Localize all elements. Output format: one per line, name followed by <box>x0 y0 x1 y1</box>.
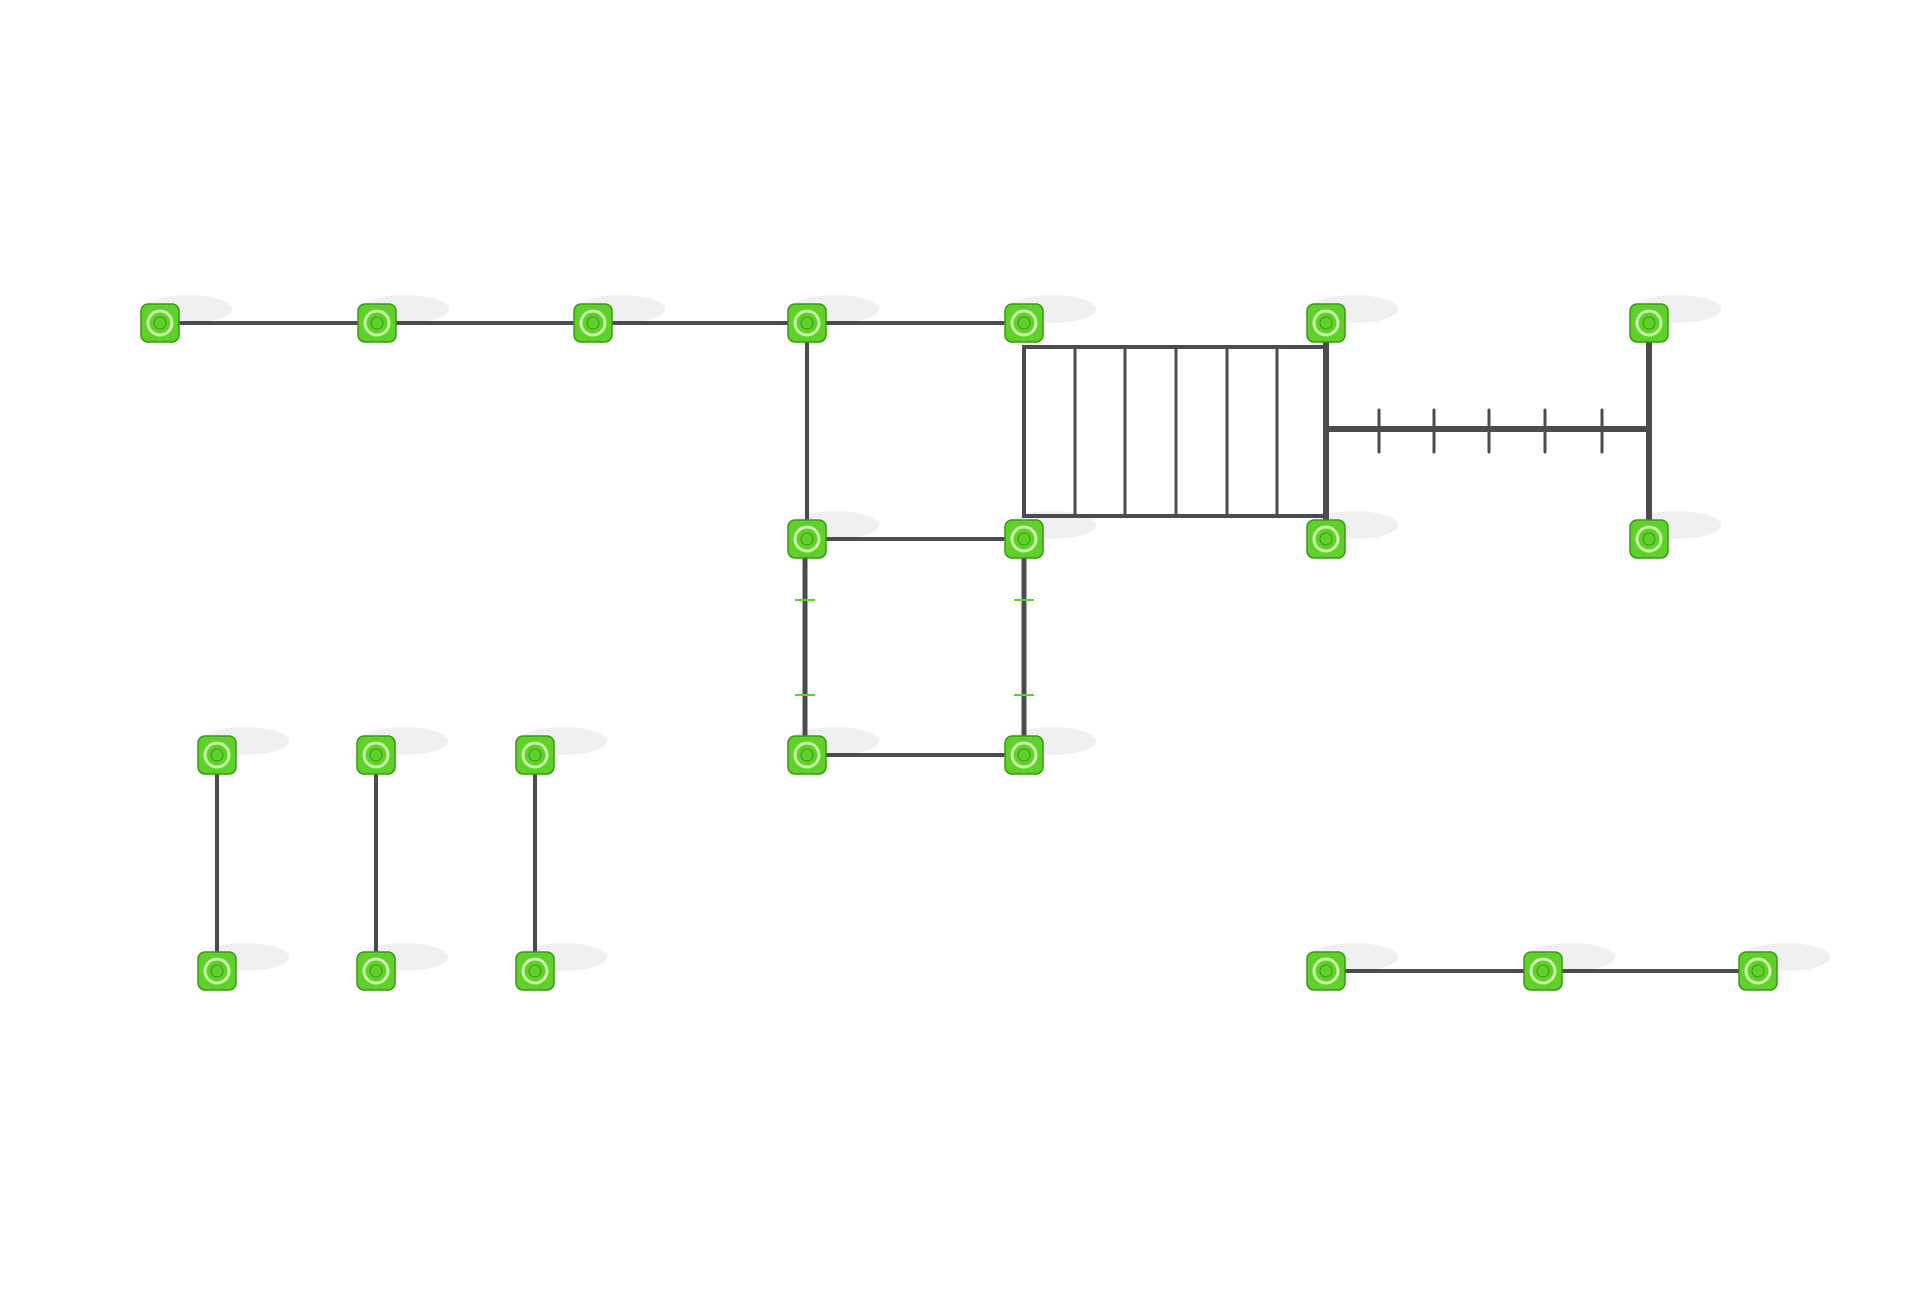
post-center <box>153 316 167 330</box>
post-center <box>370 316 384 330</box>
post-ring <box>203 741 231 769</box>
post-cap-icon <box>1306 303 1346 343</box>
post-ring <box>203 957 231 985</box>
post-center <box>800 316 814 330</box>
post-ring <box>793 741 821 769</box>
post-cap-icon <box>787 519 827 559</box>
post-center <box>210 748 224 762</box>
post-center <box>528 748 542 762</box>
post-ring <box>1529 957 1557 985</box>
post-ring <box>1010 309 1038 337</box>
post-cap-icon <box>1004 519 1044 559</box>
post-ring <box>362 957 390 985</box>
post-center <box>1017 316 1031 330</box>
post-cap-icon <box>1004 303 1044 343</box>
post-ring <box>362 741 390 769</box>
post-cap-icon <box>197 735 237 775</box>
post-center <box>1017 748 1031 762</box>
post-cap-icon <box>1306 519 1346 559</box>
post-layer <box>140 303 1778 991</box>
post-ring <box>1744 957 1772 985</box>
post-ring <box>146 309 174 337</box>
post-center <box>1319 316 1333 330</box>
post-ring <box>1312 525 1340 553</box>
post-cap-icon <box>140 303 180 343</box>
post-cap-icon <box>1004 735 1044 775</box>
post-cap-icon <box>515 735 555 775</box>
post-cap-icon <box>1306 951 1346 991</box>
post-cap-icon <box>197 951 237 991</box>
post-ring <box>521 957 549 985</box>
post-center <box>369 964 383 978</box>
post-center <box>800 532 814 546</box>
post-ring <box>1010 525 1038 553</box>
post-cap-icon <box>1523 951 1563 991</box>
post-center <box>1017 532 1031 546</box>
post-center <box>1319 964 1333 978</box>
post-center <box>210 964 224 978</box>
post-center <box>1642 532 1656 546</box>
post-cap-icon <box>1738 951 1778 991</box>
post-center <box>1319 532 1333 546</box>
post-ring <box>1635 309 1663 337</box>
post-ring <box>1010 741 1038 769</box>
post-cap-icon <box>1629 303 1669 343</box>
post-ring <box>579 309 607 337</box>
post-cap-icon <box>787 735 827 775</box>
post-ring <box>1312 309 1340 337</box>
post-cap-icon <box>357 303 397 343</box>
post-ring <box>793 525 821 553</box>
post-ring <box>1635 525 1663 553</box>
post-ring <box>521 741 549 769</box>
shadow-layer <box>144 295 1830 971</box>
post-center <box>369 748 383 762</box>
post-center <box>1751 964 1765 978</box>
post-cap-icon <box>787 303 827 343</box>
post-center <box>586 316 600 330</box>
post-cap-icon <box>515 951 555 991</box>
post-center <box>528 964 542 978</box>
post-ring <box>793 309 821 337</box>
post-cap-icon <box>1629 519 1669 559</box>
post-cap-icon <box>573 303 613 343</box>
post-cap-icon <box>356 735 396 775</box>
post-ring <box>363 309 391 337</box>
bar-layer <box>158 320 1760 973</box>
post-ring <box>1312 957 1340 985</box>
post-center <box>1536 964 1550 978</box>
post-cap-icon <box>356 951 396 991</box>
post-center <box>800 748 814 762</box>
post-center <box>1642 316 1656 330</box>
